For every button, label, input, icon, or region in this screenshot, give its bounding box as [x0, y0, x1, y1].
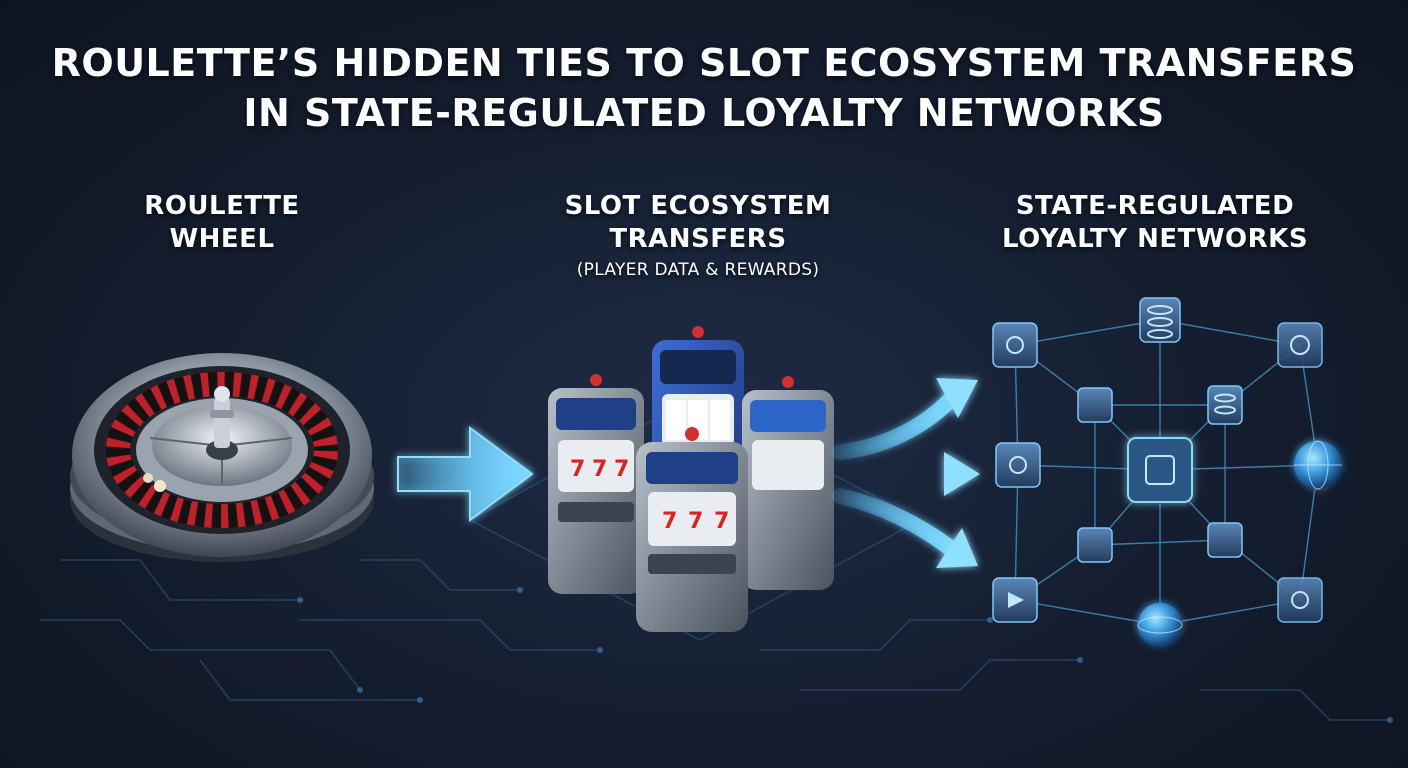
svg-text:7: 7 — [592, 457, 607, 482]
stage-label-slot-line-1: SLOT ECOSYSTEM — [564, 191, 832, 221]
network-node-icon — [1207, 522, 1243, 558]
stage-label-roulette-line-2: WHEEL — [169, 224, 275, 254]
stage-label-loyalty-line-1: STATE-REGULATED — [1015, 191, 1295, 221]
roulette-wheel-icon — [70, 353, 374, 562]
stage-label-roulette: ROULETTE WHEEL — [97, 190, 347, 256]
network-node-icon — [995, 442, 1041, 488]
globe-icon — [1137, 603, 1183, 647]
page-title: ROULETTE’S HIDDEN TIES TO SLOT ECOSYSTEM… — [0, 38, 1408, 138]
network-node-icon — [1077, 527, 1113, 563]
circuit-pads — [297, 587, 1393, 723]
network-node-icon — [1277, 322, 1323, 368]
stage-label-loyalty: STATE-REGULATED LOYALTY NETWORKS — [960, 190, 1350, 256]
network-nodes — [992, 297, 1342, 647]
svg-text:7: 7 — [614, 457, 629, 482]
page-title-line-2: IN STATE-REGULATED LOYALTY NETWORKS — [243, 91, 1165, 135]
network-node-icon — [992, 322, 1038, 368]
stage-label-loyalty-line-2: LOYALTY NETWORKS — [1001, 224, 1309, 254]
globe-icon — [1294, 440, 1342, 490]
database-icon — [1139, 297, 1181, 343]
stage-label-roulette-line-1: ROULETTE — [144, 191, 300, 221]
database-icon — [1207, 385, 1243, 425]
svg-text:7: 7 — [662, 509, 677, 534]
stage-label-slot: SLOT ECOSYSTEM TRANSFERS (PLAYER DATA & … — [498, 190, 898, 284]
svg-text:7: 7 — [714, 509, 729, 534]
network-node-icon — [992, 577, 1038, 623]
svg-text:7: 7 — [688, 509, 703, 534]
svg-text:7: 7 — [570, 457, 585, 482]
page-title-line-1: ROULETTE’S HIDDEN TIES TO SLOT ECOSYSTEM… — [51, 41, 1357, 85]
network-node-icon — [1277, 577, 1323, 623]
network-node-icon — [1077, 387, 1113, 423]
arrow-right-icon — [397, 426, 534, 522]
stage-label-slot-line-2: TRANSFERS — [609, 224, 787, 254]
slot-machine-icon: 7 7 7 7 7 7 — [548, 326, 834, 632]
stage-label-slot-note: (PLAYER DATA & REWARDS) — [576, 260, 820, 280]
transfer-arrows — [832, 378, 980, 568]
network-hub-icon — [1127, 437, 1193, 503]
